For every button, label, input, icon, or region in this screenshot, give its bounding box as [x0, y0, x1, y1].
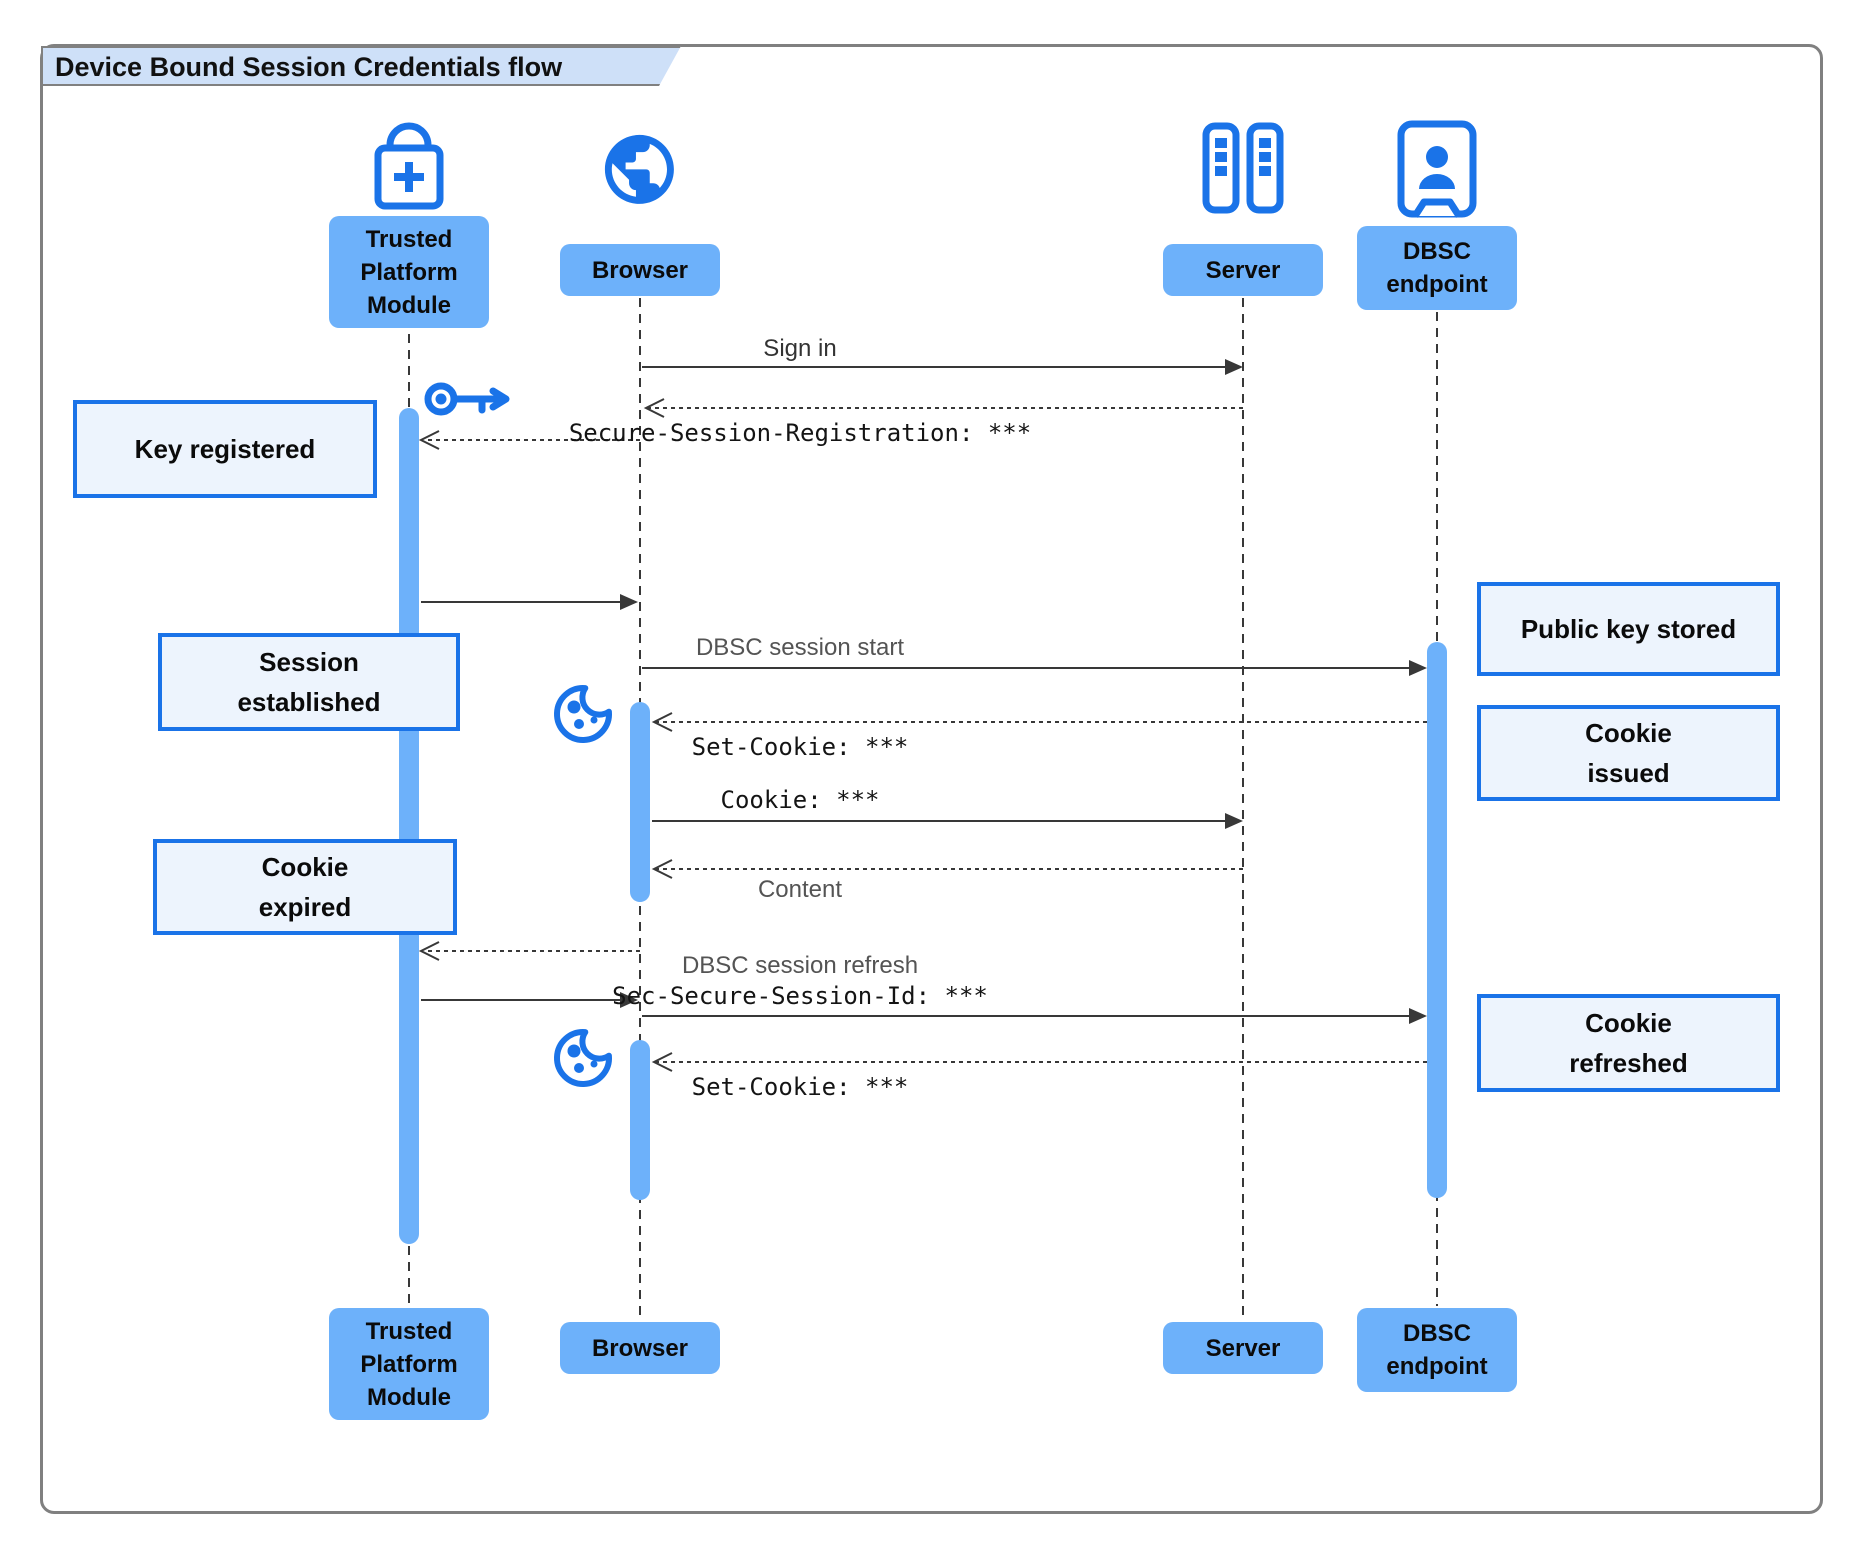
note-cookie-expired: Cookie expired [153, 839, 457, 935]
label-sec-secure-session-id: Sec-Secure-Session-Id: *** [612, 982, 988, 1010]
note-public-key-stored: Public key stored [1477, 582, 1780, 676]
activation-bar-browser-2 [630, 1040, 650, 1200]
note-key-registered: Key registered [73, 400, 377, 498]
actor-tpm-top: Trusted Platform Module [329, 216, 489, 328]
activation-bars [399, 408, 1447, 1244]
note-cookie-refreshed: Cookie refreshed [1477, 994, 1780, 1092]
label-content: Content [757, 876, 843, 903]
solid-arrows [421, 366, 1410, 1017]
solid-arrowheads [620, 359, 1427, 1024]
server-rack-icon [1202, 122, 1284, 214]
arrowhead-tpm-to-browser-1 [620, 594, 638, 610]
actor-browser-bottom: Browser [560, 1322, 720, 1374]
openhead-set-cookie-issue [651, 712, 673, 732]
label-sign-in: Sign in [763, 335, 837, 362]
label-cookie-send: Cookie: *** [720, 786, 880, 814]
arrowhead-dbsc-session-refresh [1409, 1008, 1427, 1024]
actor-dbsc-bottom: DBSC endpoint [1357, 1308, 1517, 1392]
arrowhead-dbsc-session-start [1409, 660, 1427, 676]
cookie-icon [554, 1029, 612, 1087]
label-dbsc-session-refresh: DBSC session refresh [681, 952, 919, 979]
actor-browser-top: Browser [560, 244, 720, 296]
label-set-cookie-issue: Set-Cookie: *** [691, 733, 909, 761]
activation-bar-tpm [399, 408, 419, 1244]
actor-tpm-bottom: Trusted Platform Module [329, 1308, 489, 1420]
openhead-set-cookie-refresh [651, 1052, 673, 1072]
arrowhead-sign-in [1225, 359, 1243, 375]
openhead-content [651, 859, 673, 879]
cookie-icon [554, 685, 612, 743]
arrowhead-cookie [1225, 813, 1243, 829]
globe-icon [604, 134, 674, 204]
actor-server-top: Server [1163, 244, 1323, 296]
lock-plus-icon [374, 122, 444, 210]
openhead-secure-session-registration [643, 398, 665, 418]
activation-bar-dbsc [1427, 642, 1447, 1198]
id-badge-person-icon [1397, 120, 1477, 218]
note-cookie-issued: Cookie issued [1477, 705, 1780, 801]
label-set-cookie-refresh: Set-Cookie: *** [691, 1073, 909, 1101]
label-dbsc-session-start: DBSC session start [695, 634, 905, 661]
dashed-arrows [424, 407, 1427, 1063]
actor-server-bottom: Server [1163, 1322, 1323, 1374]
lifelines [408, 298, 1438, 1320]
openhead-cookie-expired [418, 941, 440, 961]
activation-bar-browser-1 [630, 702, 650, 902]
dashed-open-arrowheads [418, 398, 673, 1072]
actor-dbsc-top: DBSC endpoint [1357, 226, 1517, 310]
openhead-key-registered [418, 430, 440, 450]
label-secure-session-registration: Secure-Session-Registration: *** [568, 419, 1032, 447]
arrowhead-tpm-to-browser-2 [620, 992, 638, 1008]
key-icon [424, 382, 510, 416]
note-session-established: Session established [158, 633, 460, 731]
diagram-title-tab: Device Bound Session Credentials flow [41, 46, 681, 86]
